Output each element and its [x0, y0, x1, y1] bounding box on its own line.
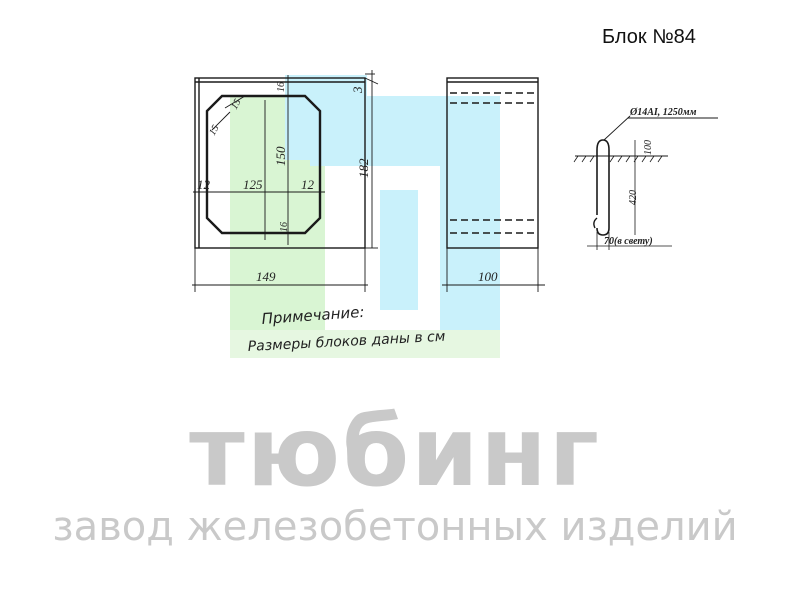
loop-dim-420: 420 — [628, 190, 639, 205]
dim-left-12: 12 — [197, 177, 211, 192]
dim-width-inner: 125 — [243, 177, 263, 192]
side-dim-width: 100 — [478, 269, 498, 284]
loop-dim-clear: 70(в свету) — [604, 236, 653, 247]
front-inner-opening — [205, 94, 322, 235]
logo-cyan-mid — [380, 190, 418, 310]
corner-dim-mark — [211, 111, 231, 131]
side-outer-frame — [446, 77, 539, 249]
lifting-loop-labels: Ø14AI, 1250мм 100 420 70(в свету) — [604, 107, 697, 247]
watermark-subtitle: завод железобетонных изделий — [52, 504, 738, 550]
lifting-loop-detail — [573, 115, 718, 250]
dim-corner-15a: 15 — [207, 123, 222, 137]
front-view-dimensions: 16 15 15 150 16 12 125 12 3 182 149 — [197, 82, 371, 284]
ground-hatch — [573, 155, 663, 163]
front-outer-frame — [194, 77, 366, 249]
watermark-brand: тюбинг — [189, 396, 601, 508]
page-title: Блок №84 — [602, 26, 696, 48]
front-view — [192, 70, 379, 292]
rebar-leader — [603, 115, 631, 141]
loop-rebar-hook — [593, 217, 598, 229]
dim-width-total: 149 — [256, 269, 276, 284]
logo-green-low — [230, 330, 500, 358]
dim-corner-15b: 15 — [229, 97, 244, 111]
dim-side-3: 3 — [350, 86, 365, 94]
corner-dim-mark2 — [224, 95, 246, 109]
loop-rebar — [596, 139, 610, 236]
dim-top-right-16: 16 — [276, 82, 287, 92]
rebar-label: Ø14AI, 1250мм — [629, 107, 697, 118]
logo-cyan-right — [440, 96, 500, 358]
dim-ext-right-tick — [364, 77, 379, 85]
watermark-logo — [230, 75, 500, 358]
side-view — [442, 77, 545, 292]
dim-bottom-16: 16 — [279, 222, 290, 232]
dim-height-total: 182 — [356, 158, 371, 178]
dim-height-inner: 150 — [273, 146, 288, 166]
loop-dim-100: 100 — [643, 140, 654, 155]
dim-right-12: 12 — [301, 177, 315, 192]
